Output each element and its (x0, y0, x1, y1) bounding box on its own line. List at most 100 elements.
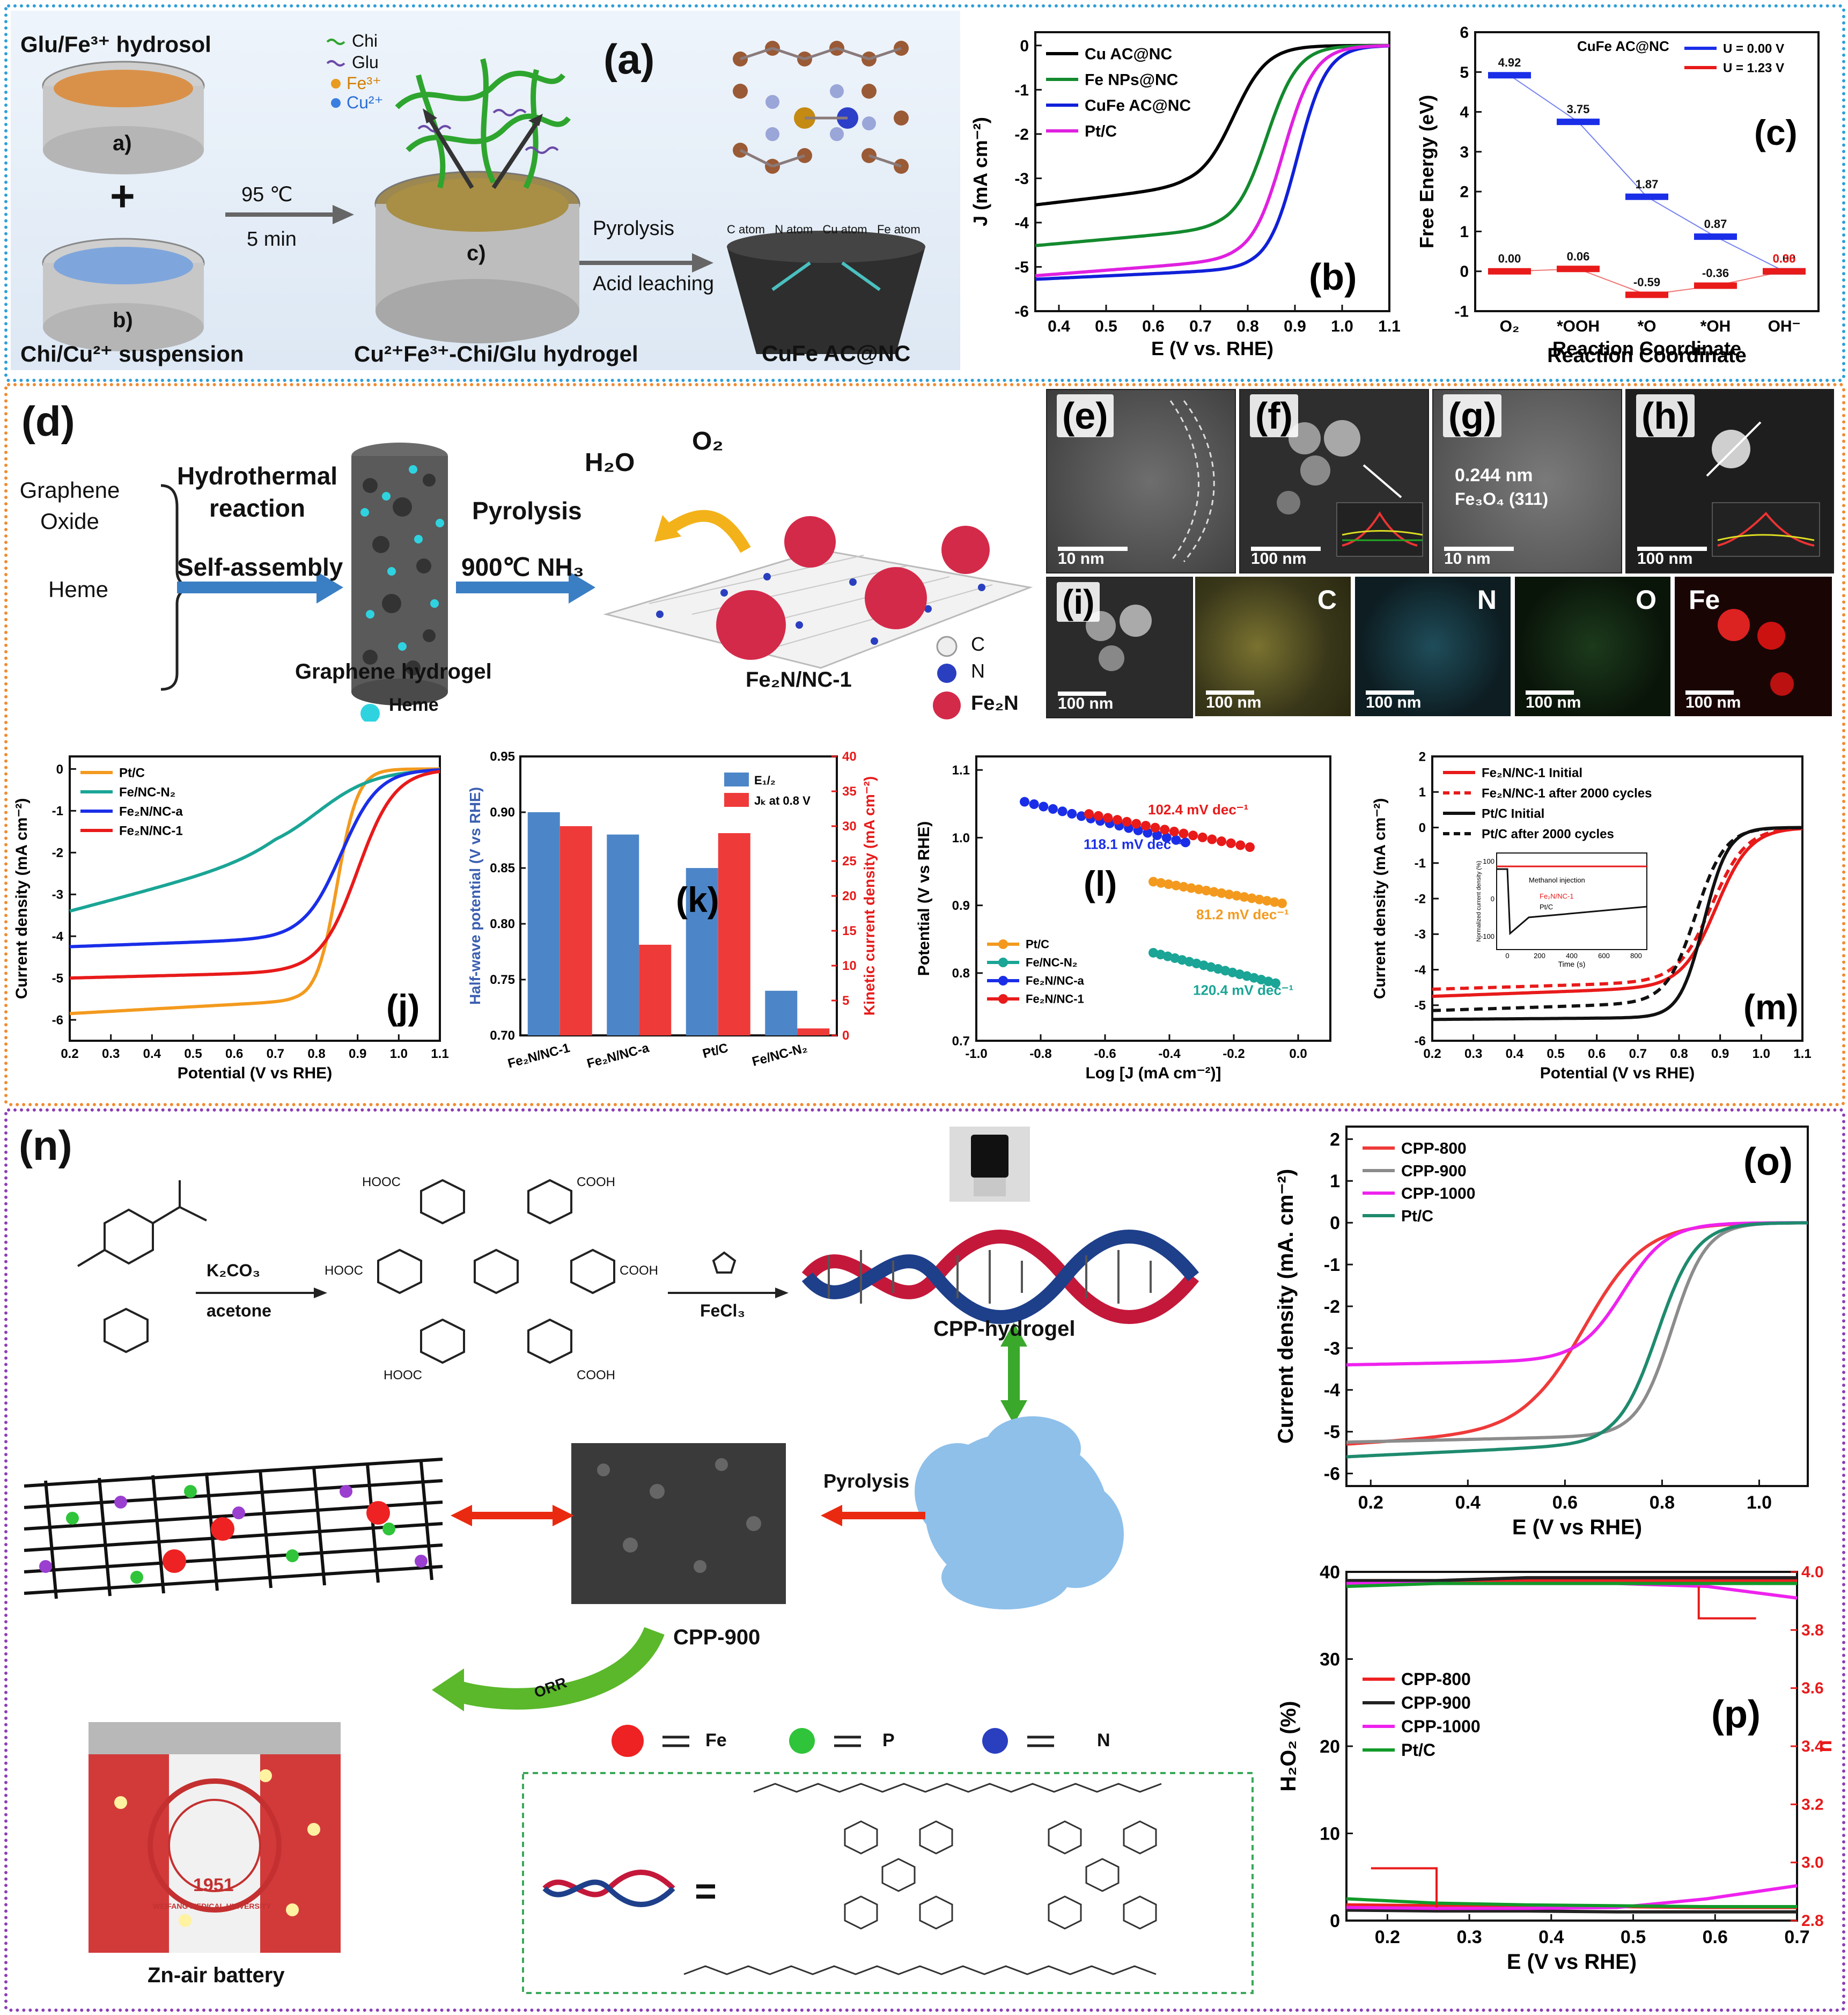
x-tick-label: 0.2 (1423, 1047, 1441, 1061)
y-tick-label: 1 (1460, 223, 1469, 241)
y-axis-label: Half-wave potential (V vs RHE) (467, 787, 483, 1005)
x-tick-label: O₂ (1500, 318, 1520, 335)
data-point (1131, 819, 1142, 829)
x-tick-label: 0.6 (1552, 1492, 1578, 1513)
y2-tick-label: 25 (842, 854, 857, 869)
inset-y-label: Normalized current density (%) (1476, 861, 1482, 942)
y2-tick-label: 3.8 (1801, 1621, 1824, 1639)
label-cooh-2: COOH (620, 1263, 658, 1278)
x-tick-label: 0.3 (1456, 1927, 1482, 1947)
x-tick-label: 0.4 (1538, 1927, 1564, 1947)
legend-label: Fe₂N/NC-1 (1026, 992, 1084, 1006)
legend-label: Pt/C after 2000 cycles (1482, 827, 1614, 841)
legend-label: CPP-800 (1401, 1140, 1467, 1158)
data-point (1269, 897, 1279, 907)
y-tick-label: 0.90 (490, 805, 515, 820)
y-tick-label: 0 (1460, 263, 1469, 281)
x-tick-label: 0.9 (1284, 318, 1306, 335)
panel-n-drawing (24, 1127, 1254, 1994)
x-tick-label: *OH (1700, 318, 1731, 335)
legend-fe3: Fe³⁺ (347, 73, 381, 93)
y-tick-label: 0.70 (490, 1028, 515, 1043)
inset-x-tick: 200 (1534, 952, 1545, 960)
y-tick-label: 0 (56, 762, 63, 777)
data-point (1171, 880, 1181, 891)
y-tick-label: 4 (1460, 104, 1469, 121)
x-tick-label: -0.2 (1223, 1047, 1245, 1061)
inset-x-tick: 600 (1598, 952, 1610, 960)
data-point (1235, 840, 1246, 850)
inset-x-label: Time (s) (1558, 960, 1586, 968)
data-point (1171, 835, 1181, 845)
legend-cu2: Cu²⁺ (347, 93, 384, 112)
y-tick-label: -2 (52, 846, 63, 861)
x-tick-label: -1.0 (965, 1047, 987, 1061)
x-tick-label: 0.9 (349, 1047, 366, 1061)
data-point (1224, 889, 1234, 900)
data-point (1020, 797, 1029, 807)
energy-value: 0.87 (1704, 217, 1727, 231)
label-heme: Heme (48, 577, 109, 602)
series-line (69, 770, 440, 980)
inset-y-tick: 100 (1483, 857, 1494, 865)
x-tick-label: 0.6 (225, 1047, 243, 1061)
y-tick-label: 0.8 (952, 966, 970, 981)
label-hooc-1: HOOC (362, 1175, 401, 1189)
y-tick-label: 5 (1460, 64, 1469, 82)
data-point (1239, 892, 1249, 902)
x-tick-label: 0.5 (1547, 1047, 1564, 1061)
x-tick-label: 0.7 (1629, 1047, 1647, 1061)
label-zn-air: Zn-air battery (148, 1963, 285, 1987)
data-point (1277, 898, 1287, 908)
panel-letter-c: (c) (1754, 113, 1798, 152)
legend-label: E₁/₂ (754, 774, 776, 787)
eds-label-c: C (1317, 585, 1337, 615)
x-tick-label: 0.6 (1703, 1927, 1728, 1947)
eds-label-o: O (1636, 585, 1656, 615)
series-line (69, 768, 440, 913)
y-tick-label: 0.9 (952, 899, 970, 913)
slope-label: 118.1 mV dec⁻¹ (1084, 836, 1183, 852)
y-tick-label: 0.80 (490, 917, 515, 931)
legend-label: Jₖ at 0.8 V (754, 794, 811, 807)
label-k2co3: K₂CO₃ (207, 1261, 261, 1280)
y-tick-label: -6 (1324, 1464, 1340, 1484)
legend-label: Pt/C (1085, 123, 1117, 141)
slope-label: 102.4 mV dec⁻¹ (1148, 801, 1248, 818)
eds-scale-o: 100 nm (1526, 694, 1581, 711)
data-point (1169, 826, 1179, 836)
bar-jk (718, 833, 750, 1035)
series-line (1432, 826, 1803, 1012)
legend-label: CuFe AC@NC (1085, 97, 1191, 115)
x-tick-label: 1.0 (1331, 318, 1353, 335)
x-tick-label: 0.3 (102, 1047, 120, 1061)
series-line (1346, 1221, 1808, 1459)
x-tick-label: 1.1 (1378, 318, 1401, 335)
y-axis-label: Potential (V vs RHE) (915, 821, 933, 976)
panel-a-schematic: Glu/Fe³⁺ hydrosol Chi/Cu²⁺ suspension a)… (11, 11, 960, 370)
x-axis-label: Reaction Coordinate (1552, 337, 1741, 359)
label-dish-a: a) (113, 131, 132, 155)
x-tick-label: -0.6 (1094, 1047, 1116, 1061)
data-point (1201, 886, 1211, 896)
chart-title: CuFe AC@NC (1577, 38, 1669, 54)
data-point (1186, 883, 1196, 893)
y-tick-label: 10 (1320, 1823, 1340, 1844)
data-point (1084, 809, 1094, 819)
y2-tick-label: 10 (842, 959, 857, 973)
y-tick-label: -2 (1415, 892, 1426, 906)
y2-tick-label: 3.6 (1801, 1680, 1824, 1697)
x-axis-label: E (V vs RHE) (1512, 1516, 1642, 1539)
data-point (1076, 811, 1086, 821)
legend-label: Fe/NC-N₂ (1026, 956, 1078, 969)
label-pyrolysis-a: Pyrolysis (593, 217, 675, 240)
energy-value: -0.59 (1633, 276, 1660, 289)
y-axis-label: J (mA cm⁻²) (969, 117, 991, 226)
legend-label: Fe₂N/NC-1 after 2000 cycles (1482, 786, 1652, 800)
y-tick-label: -4 (1324, 1380, 1340, 1401)
x-tick-label: Pt/C (701, 1041, 730, 1062)
label-pyrolysis-d: Pyrolysis (472, 497, 582, 525)
y-tick-label: 1.0 (952, 831, 970, 845)
